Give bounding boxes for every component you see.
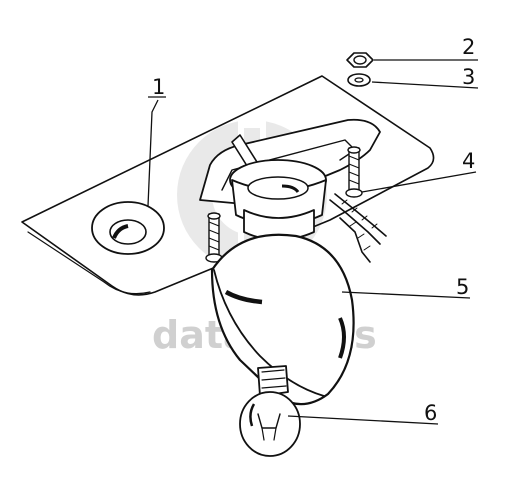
lamp-housing-part-5 — [210, 233, 355, 406]
callout-label-1: 1 — [152, 75, 165, 99]
leader-line-5 — [341, 291, 471, 299]
callout-label-3: 3 — [462, 65, 475, 89]
callout-label-2: 2 — [462, 35, 475, 59]
lamp-socket — [229, 159, 327, 241]
mounting-screw-left — [205, 212, 223, 263]
leader-line-4 — [361, 171, 477, 193]
leader-lines — [147, 59, 479, 425]
washer-part-3 — [347, 73, 371, 87]
mounting-screw-right — [345, 146, 363, 198]
leader-line-3 — [371, 81, 479, 89]
grommet-part-1 — [91, 201, 165, 255]
wiring-harness — [329, 193, 387, 263]
callout-label-4: 4 — [462, 149, 475, 173]
leader-line-6 — [287, 415, 439, 425]
callout-label-6: 6 — [424, 401, 437, 425]
bulb-part-6 — [239, 365, 301, 457]
nut-part-2 — [346, 52, 374, 68]
mounting-plate — [21, 75, 435, 296]
callout-label-5: 5 — [456, 275, 469, 299]
leader-line-1 — [147, 99, 159, 207]
